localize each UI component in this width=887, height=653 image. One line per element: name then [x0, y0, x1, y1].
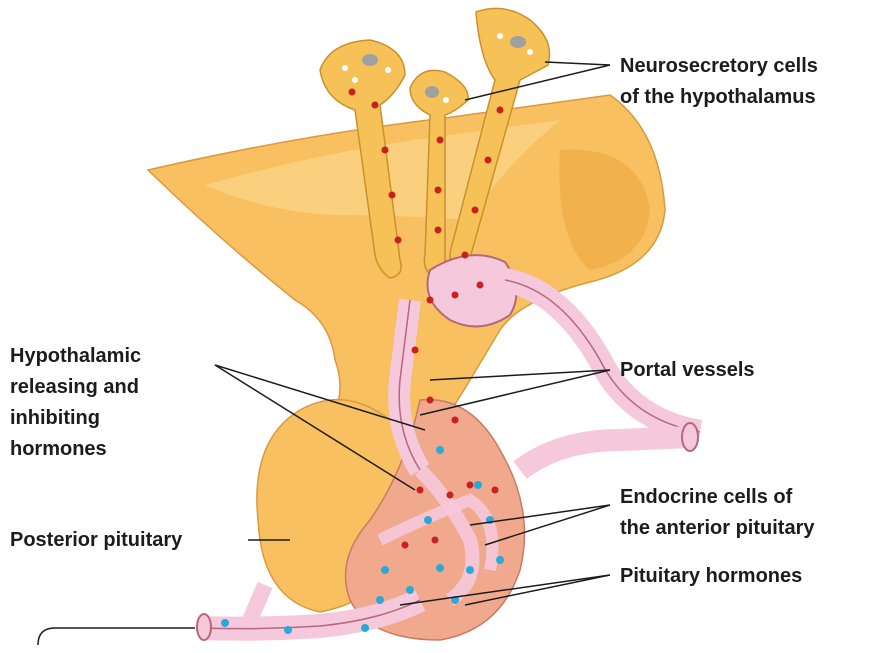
- label-endocrine-line2: the anterior pituitary: [620, 517, 815, 539]
- label-releasing-line3: inhibiting: [10, 407, 100, 429]
- label-releasing-line1: Hypothalamic: [10, 345, 141, 367]
- label-posterior-pituitary: Posterior pituitary: [10, 529, 183, 551]
- label-releasing-line4: hormones: [10, 438, 107, 460]
- label-portal-vessels: Portal vessels: [620, 359, 755, 381]
- label-releasing-line2: releasing and: [10, 376, 139, 398]
- label-neurosecretory-line2: of the hypothalamus: [620, 86, 816, 108]
- label-pituitary-hormones: Pituitary hormones: [620, 565, 802, 587]
- label-neurosecretory-line1: Neurosecretory cells: [620, 55, 818, 77]
- label-endocrine-line1: Endocrine cells of: [620, 486, 793, 508]
